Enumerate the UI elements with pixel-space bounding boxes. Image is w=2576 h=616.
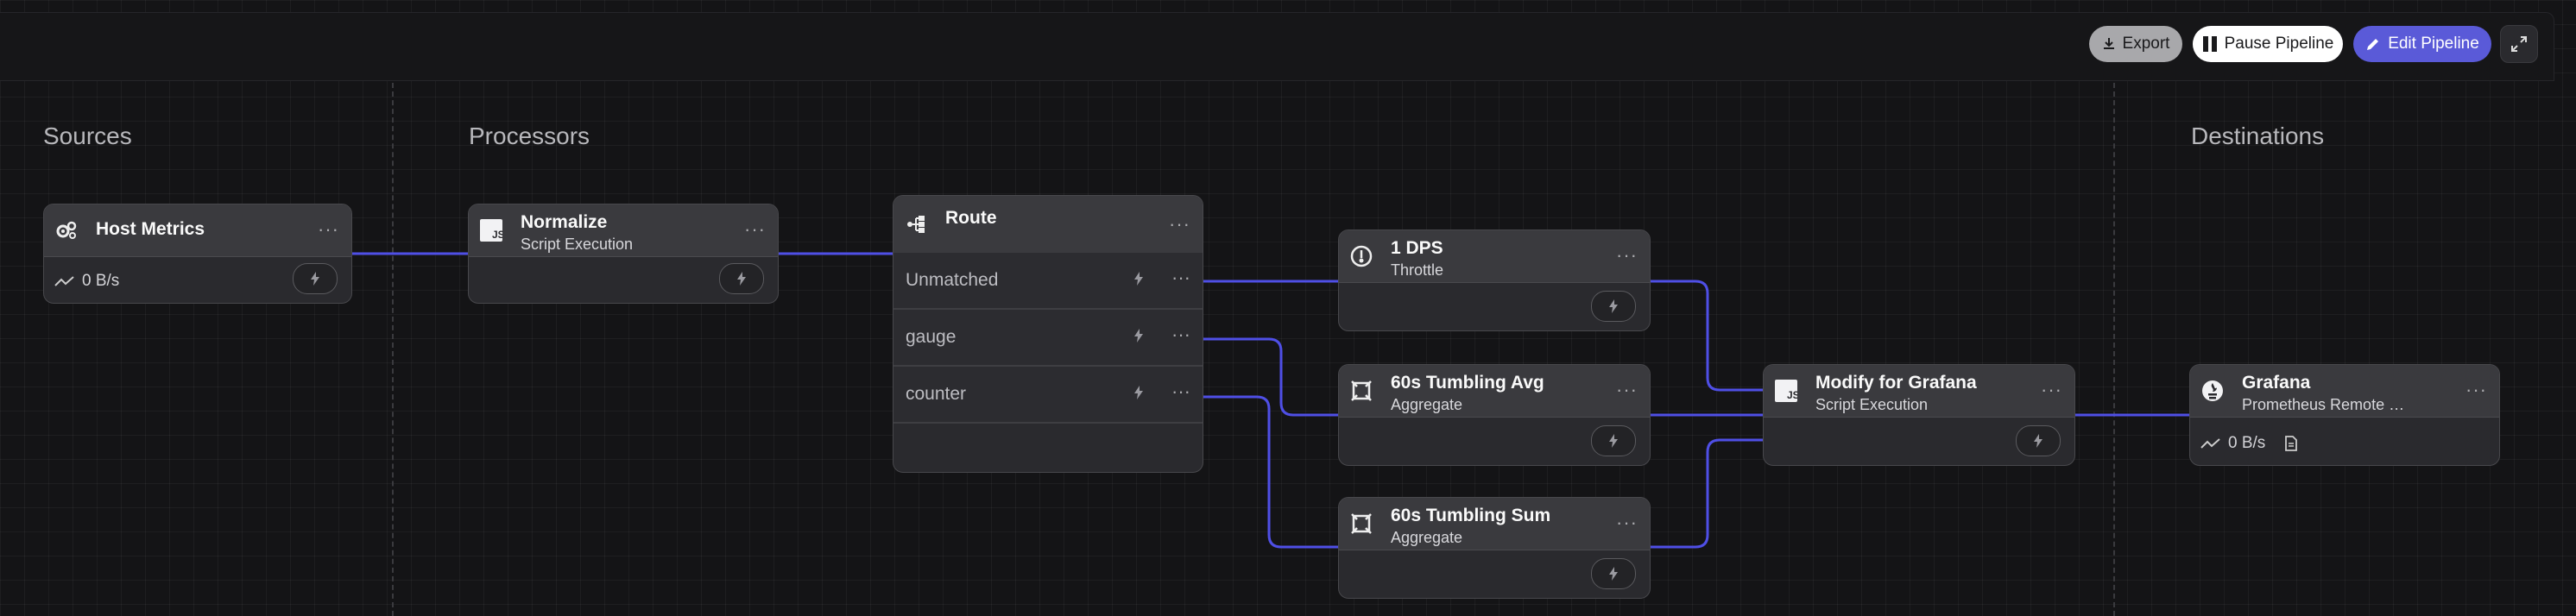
export-button[interactable]: Export <box>2089 26 2182 62</box>
svg-text:JS: JS <box>1787 389 1797 401</box>
node-normalize[interactable]: JS Normalize Script Execution ··· <box>468 204 779 304</box>
tap-button[interactable] <box>293 263 338 294</box>
bolt-icon <box>1609 434 1618 448</box>
link-gauge-avg <box>1203 337 1340 417</box>
node-subtitle: Script Execution <box>1815 396 1929 413</box>
expand-icon <box>2511 36 2527 52</box>
bolt-icon <box>737 272 746 286</box>
throughput-stat: 0 B/s <box>54 272 119 291</box>
node-subtitle: Prometheus Remote … <box>2242 396 2405 413</box>
link-sum-modify <box>1649 438 1765 549</box>
node-title: 60s Tumbling Sum <box>1391 506 1551 525</box>
route-row-counter[interactable]: counter ··· <box>893 367 1203 424</box>
node-grafana[interactable]: Grafana Prometheus Remote … ··· 0 B/s <box>2189 364 2500 466</box>
column-label-sources: Sources <box>43 123 132 149</box>
bolt-icon <box>1609 567 1618 581</box>
column-label-destinations: Destinations <box>2191 123 2325 149</box>
node-host-metrics[interactable]: Host Metrics ··· 0 B/s <box>43 204 352 304</box>
column-divider <box>2113 83 2115 616</box>
fullscreen-button[interactable] <box>2500 25 2538 63</box>
node-menu-button[interactable]: ··· <box>2041 379 2062 400</box>
gears-icon <box>54 218 79 242</box>
grafana-icon <box>2200 379 2225 403</box>
node-menu-button[interactable]: ··· <box>1616 512 1638 533</box>
column-divider <box>392 83 394 616</box>
node-title: Normalize <box>521 212 608 232</box>
pause-label: Pause Pipeline <box>2224 35 2334 53</box>
throughput-value: 0 B/s <box>82 272 120 290</box>
node-1-dps[interactable]: 1 DPS Throttle ··· <box>1338 229 1651 331</box>
edit-label: Edit Pipeline <box>2388 35 2479 53</box>
node-menu-button[interactable]: ··· <box>1616 379 1638 400</box>
node-title: 1 DPS <box>1391 238 1443 258</box>
tap-button[interactable] <box>719 263 764 294</box>
trend-icon <box>54 276 74 286</box>
node-title: Grafana <box>2242 373 2311 393</box>
tap-button[interactable] <box>1591 425 1636 456</box>
bolt-icon <box>1609 299 1618 313</box>
route-row-label: counter <box>906 384 967 404</box>
node-menu-button[interactable]: ··· <box>744 218 766 240</box>
trend-icon <box>2200 438 2220 449</box>
js-icon: JS <box>479 218 503 242</box>
node-subtitle: Script Execution <box>521 236 634 253</box>
node-subtitle: Throttle <box>1391 261 1444 279</box>
bolt-icon[interactable] <box>1133 329 1144 347</box>
download-icon <box>2103 38 2114 49</box>
route-icon <box>904 212 928 236</box>
route-row-menu-button[interactable]: ··· <box>1171 380 1190 402</box>
node-title: Modify for Grafana <box>1815 373 1977 393</box>
node-menu-button[interactable]: ··· <box>2466 379 2487 400</box>
node-subtitle: Aggregate <box>1391 529 1463 546</box>
node-menu-button[interactable]: ··· <box>1616 244 1638 266</box>
pause-pipeline-button[interactable]: Pause Pipeline <box>2193 26 2343 62</box>
edit-pipeline-button[interactable]: Edit Pipeline <box>2353 26 2491 62</box>
route-row-gauge[interactable]: gauge ··· <box>893 310 1203 367</box>
tap-button[interactable] <box>2016 425 2061 456</box>
route-row-label: gauge <box>906 327 957 347</box>
link-counter-sum <box>1203 395 1340 549</box>
route-row-menu-button[interactable]: ··· <box>1171 324 1190 345</box>
bolt-icon <box>2034 434 2042 448</box>
node-menu-button[interactable]: ··· <box>1169 213 1190 235</box>
aggregate-icon <box>1349 512 1373 536</box>
node-tumbling-sum[interactable]: 60s Tumbling Sum Aggregate ··· <box>1338 497 1651 599</box>
bolt-icon[interactable] <box>1133 272 1144 290</box>
node-modify-for-grafana[interactable]: JS Modify for Grafana Script Execution ·… <box>1763 364 2075 466</box>
route-row-label: Unmatched <box>906 270 999 290</box>
node-menu-button[interactable]: ··· <box>318 218 339 240</box>
link-dps-modify <box>1649 280 1765 392</box>
tap-button[interactable] <box>1591 291 1636 322</box>
node-subtitle: Aggregate <box>1391 396 1463 413</box>
js-icon: JS <box>1774 379 1798 403</box>
node-route[interactable]: Route ··· Unmatched ··· gauge ··· counte… <box>893 195 1203 473</box>
document-icon[interactable] <box>2284 436 2298 451</box>
tap-button[interactable] <box>1591 558 1636 589</box>
throughput-value: 0 B/s <box>2228 434 2266 452</box>
node-tumbling-avg[interactable]: 60s Tumbling Avg Aggregate ··· <box>1338 364 1651 466</box>
throttle-icon <box>1349 244 1373 268</box>
pencil-icon <box>2367 39 2379 50</box>
route-row-menu-button[interactable]: ··· <box>1171 267 1190 288</box>
route-row-unmatched[interactable]: Unmatched ··· <box>893 253 1203 310</box>
pause-icon <box>2202 36 2217 52</box>
throughput-stat: 0 B/s <box>2200 434 2298 453</box>
bolt-icon[interactable] <box>1133 386 1144 404</box>
node-title: 60s Tumbling Avg <box>1391 373 1544 393</box>
bolt-icon <box>311 272 319 286</box>
node-title: Route <box>945 208 997 228</box>
aggregate-icon <box>1349 379 1373 403</box>
node-title: Host Metrics <box>96 219 205 239</box>
svg-text:JS: JS <box>492 229 502 241</box>
column-label-processors: Processors <box>469 123 590 149</box>
export-label: Export <box>2122 35 2170 53</box>
